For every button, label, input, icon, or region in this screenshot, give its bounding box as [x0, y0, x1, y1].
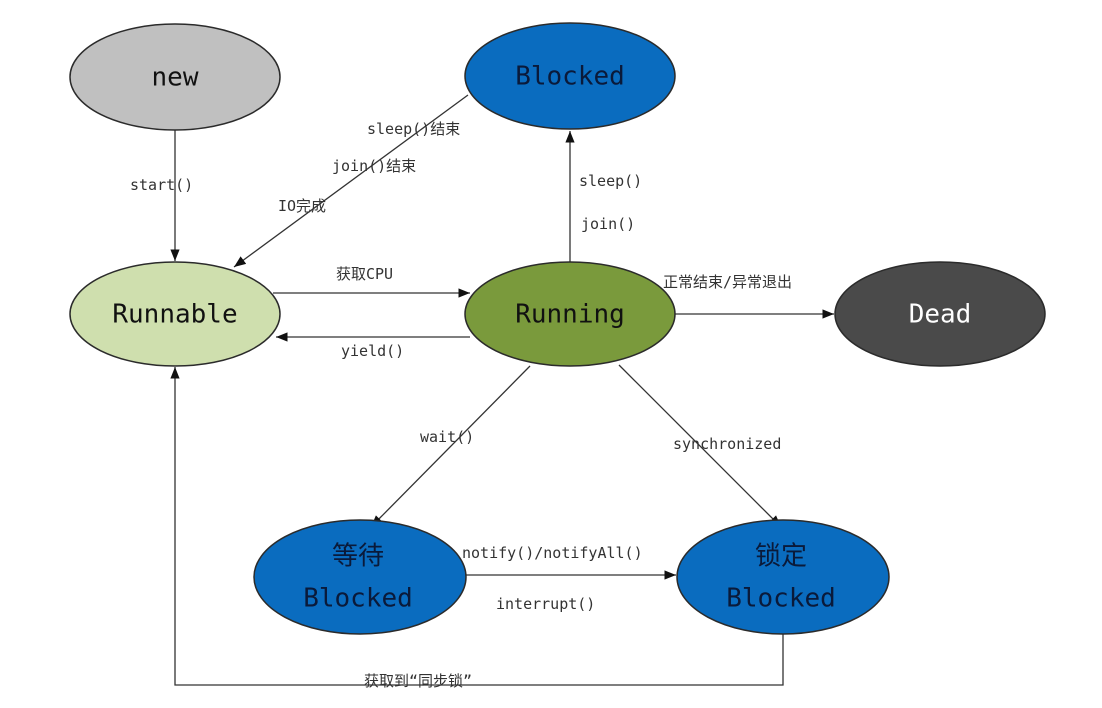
- node-new: new: [69, 23, 281, 131]
- label-join: join(): [581, 215, 635, 233]
- label-sleep-end: sleep()结束: [367, 120, 460, 138]
- label-start: start(): [130, 176, 193, 194]
- node-dead-shape: [834, 261, 1046, 367]
- label-sleep: sleep(): [579, 172, 642, 190]
- node-running-label: Running: [515, 300, 625, 330]
- node-runnable: Runnable: [69, 261, 281, 367]
- label-join-end: join()结束: [332, 157, 416, 175]
- node-blocked: Blocked: [464, 22, 676, 130]
- node-waiting-label-cn: 等待: [332, 542, 384, 572]
- node-dead-label: Dead: [909, 300, 972, 330]
- label-interrupt: interrupt(): [496, 595, 595, 613]
- edge-locked-to-runnable: [170, 367, 784, 686]
- label-get-cpu: 获取CPU: [336, 265, 393, 283]
- node-waiting-blocked: 等待 Blocked: [253, 519, 467, 635]
- node-new-shape: [69, 23, 281, 131]
- node-locked-label-cn: 锁定: [755, 542, 807, 572]
- label-io-done: IO完成: [278, 197, 326, 215]
- node-dead: Dead: [834, 261, 1046, 367]
- label-finish: 正常结束/异常退出: [663, 273, 792, 291]
- edge-running-to-locked: [618, 364, 782, 528]
- node-locked-label-en: Blocked: [726, 584, 836, 614]
- node-locked-blocked: 锁定 Blocked: [676, 519, 890, 635]
- node-runnable-label: Runnable: [112, 300, 237, 330]
- edge-blocked-to-runnable: [233, 94, 469, 268]
- node-running: Running: [464, 261, 676, 367]
- label-notify: notify()/notifyAll(): [462, 544, 643, 562]
- node-new-label: new: [152, 63, 199, 93]
- node-waiting-label-en: Blocked: [303, 584, 413, 614]
- label-wait: wait(): [420, 428, 474, 446]
- node-blocked-shape: [464, 22, 676, 130]
- node-locked-shape: [676, 519, 890, 635]
- edge-running-to-waiting: [370, 365, 531, 528]
- label-get-lock: 获取到“同步锁”: [364, 672, 472, 690]
- label-synchronized: synchronized: [673, 435, 781, 453]
- node-blocked-label: Blocked: [515, 62, 625, 92]
- label-yield: yield(): [341, 342, 404, 360]
- node-running-shape: [464, 261, 676, 367]
- node-runnable-shape: [69, 261, 281, 367]
- node-waiting-shape: [253, 519, 467, 635]
